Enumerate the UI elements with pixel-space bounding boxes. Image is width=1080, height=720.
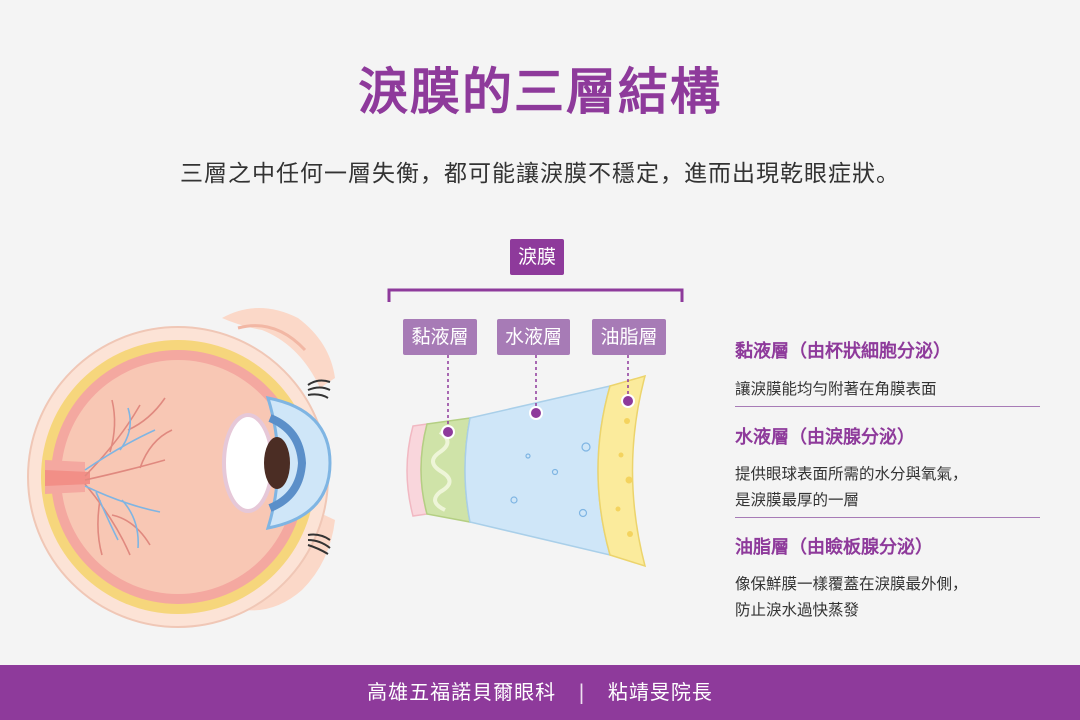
page-subtitle: 三層之中任何一層失衡，都可能讓淚膜不穩定，進而出現乾眼症狀。	[180, 161, 900, 187]
lipid-marker	[621, 394, 635, 408]
page-title: 淚膜的三層結構	[358, 63, 722, 121]
footer-bar: 高雄五福諾貝爾眼科 | 粘靖旻院長	[0, 665, 1080, 720]
tear-film-label: 淚膜	[510, 239, 564, 275]
lower-eyelid	[212, 512, 335, 611]
aqueous-marker	[529, 406, 543, 420]
mucus-layer-tag: 黏液層	[403, 319, 477, 355]
info-lipid-layer: 油脂層（由瞼板腺分泌） 像保鮮膜一樣覆蓋在淚膜最外側， 防止淚水過快蒸發	[735, 533, 1040, 623]
info-mucus-layer: 黏液層（由杯狀細胞分泌） 讓淚膜能均勻附著在角膜表面	[735, 337, 1040, 402]
aqueous-layer-tag: 水液層	[497, 319, 570, 355]
divider	[735, 406, 1040, 407]
pupil	[264, 437, 290, 489]
lipid-layer-tag: 油脂層	[592, 319, 666, 355]
clinic-name: 高雄五福諾貝爾眼科	[367, 680, 557, 704]
info-heading: 黏液層（由杯狀細胞分泌）	[735, 341, 951, 362]
tear-film-diagram	[27, 288, 684, 628]
info-heading: 水液層（由淚腺分泌）	[735, 427, 915, 448]
divider	[735, 517, 1040, 518]
info-heading: 油脂層（由瞼板腺分泌）	[735, 537, 933, 558]
lower-eyelashes	[307, 533, 331, 555]
retina-vessels	[84, 397, 173, 556]
eye-illustration	[27, 308, 335, 628]
footer-separator: |	[578, 680, 586, 704]
lipid-layer	[597, 374, 647, 568]
upper-eyelid	[222, 308, 335, 388]
info-body: 像保鮮膜一樣覆蓋在淚膜最外側， 防止淚水過快蒸發	[735, 575, 968, 619]
info-aqueous-layer: 水液層（由淚腺分泌） 提供眼球表面所需的水分與氧氣， 是淚膜最厚的一層	[735, 423, 1040, 513]
mucus-marker	[441, 425, 455, 439]
tear-film-cross-section	[406, 355, 647, 568]
upper-eyelashes	[307, 379, 331, 399]
doctor-name: 粘靖旻院長	[607, 680, 713, 704]
info-body: 提供眼球表面所需的水分與氧氣， 是淚膜最厚的一層	[735, 465, 968, 509]
tear-film-bracket	[387, 288, 684, 302]
info-body: 讓淚膜能均勻附著在角膜表面	[735, 380, 937, 398]
